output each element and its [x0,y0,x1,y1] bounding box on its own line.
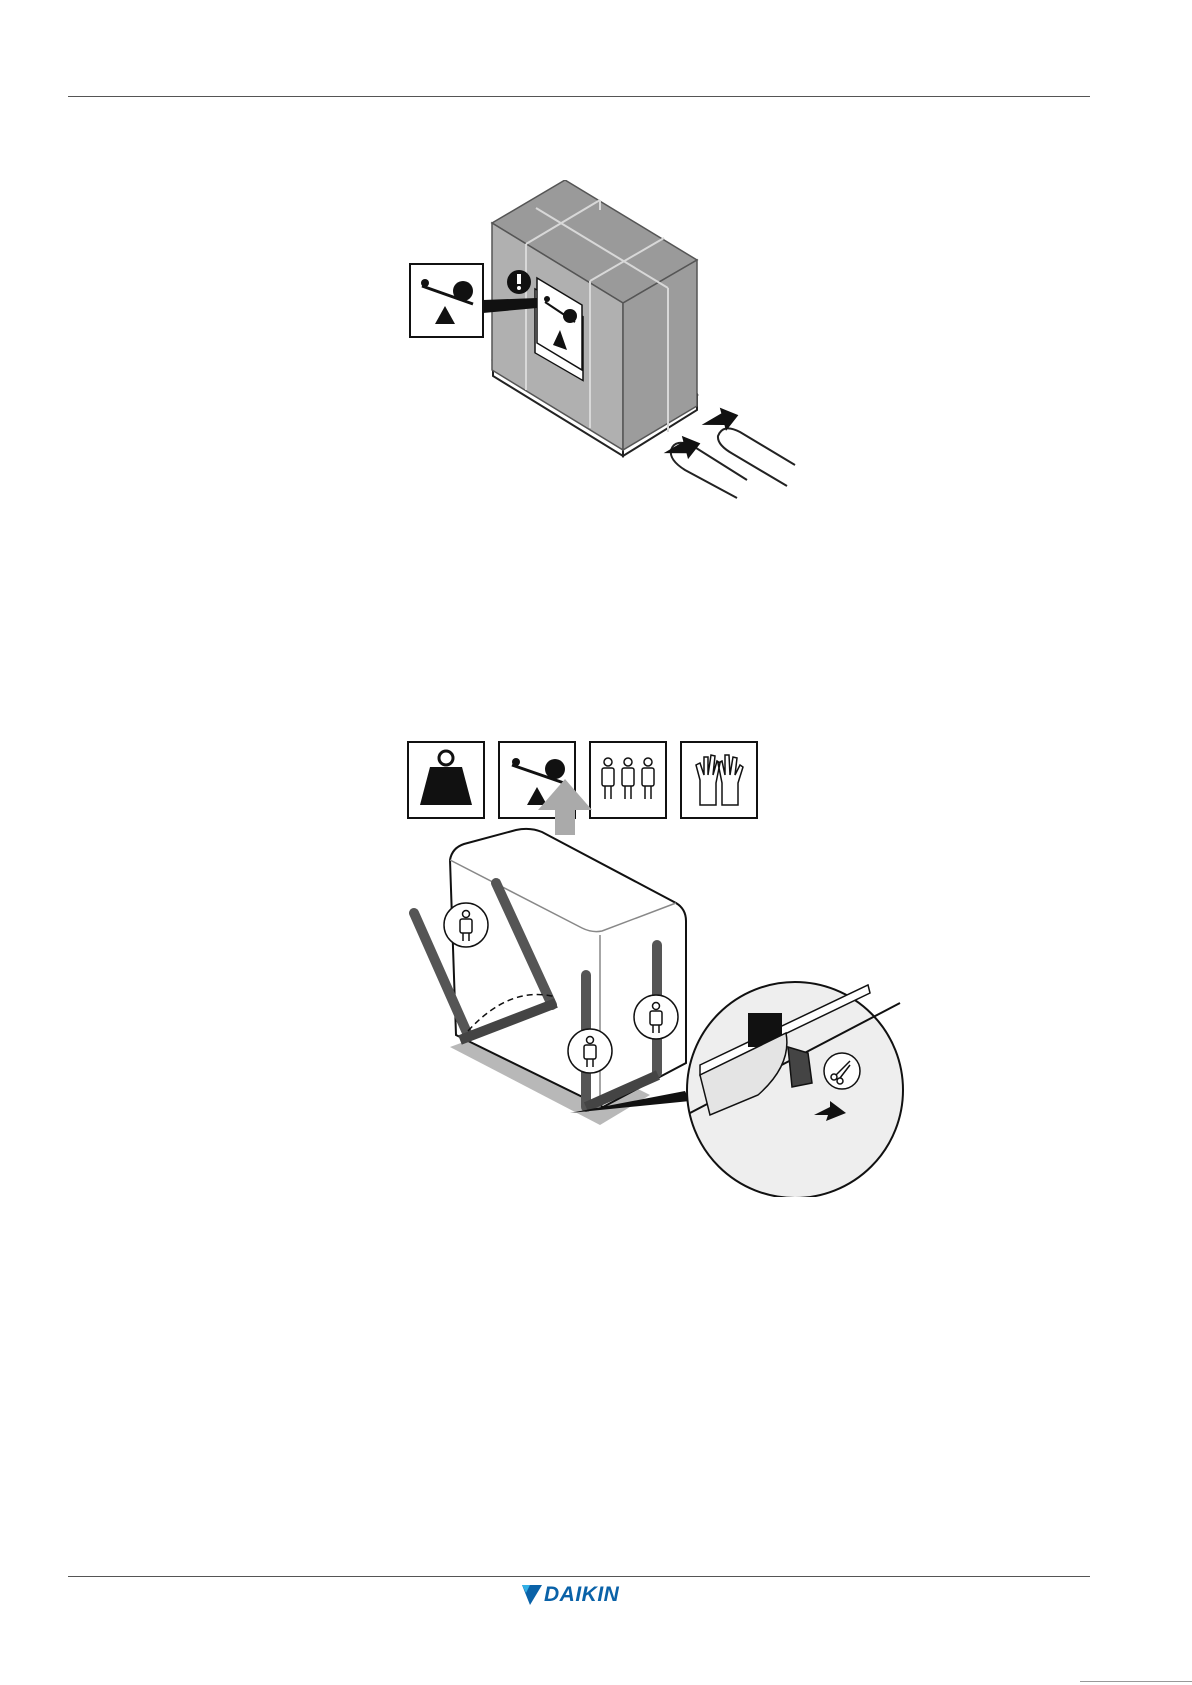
forklift-figure [395,180,815,525]
weight-icon [408,742,484,818]
packaged-unit [492,180,697,450]
gloves-icon [681,742,757,818]
page-edge-line [1080,1681,1192,1682]
sling-lifting-figure [400,735,910,1197]
person-icon [444,903,488,947]
center-of-gravity-icon [410,264,483,337]
footer-rule [68,1576,1090,1577]
daikin-logo: DAIKIN [520,1583,640,1607]
brand-name: DAIKIN [544,1583,619,1607]
header-rule [68,96,1090,97]
three-persons-icon [590,742,666,818]
person-icon [634,995,678,1039]
forklift-forks [671,428,795,498]
scissors-icon [824,1053,860,1089]
person-icon [568,1029,612,1073]
warning-exclamation-icon [507,270,531,294]
daikin-logo-mark-icon [520,1583,544,1607]
